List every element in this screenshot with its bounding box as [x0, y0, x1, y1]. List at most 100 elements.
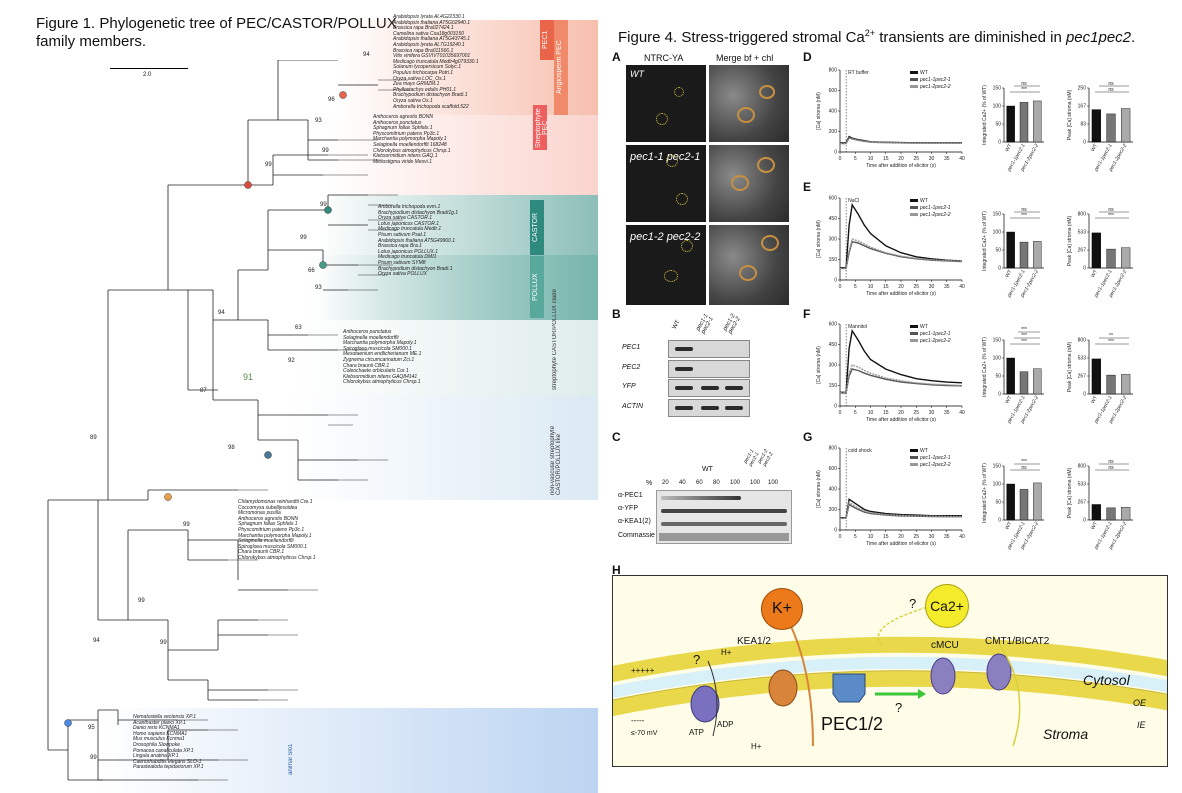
- legend-label: WT: [920, 324, 928, 330]
- chloroplast-signal: [737, 107, 755, 123]
- significance-label: ns: [1108, 81, 1114, 87]
- x-tick-label: 30: [929, 156, 935, 162]
- envelope-membranes: [613, 605, 1167, 747]
- node-marker-animal: [64, 719, 72, 727]
- y-tick-label: 50: [995, 500, 1001, 506]
- y-tick-label: 50: [995, 374, 1001, 380]
- ca-flux-arrow: [877, 605, 932, 647]
- taxa-block-streptophyte-pec: Anthoceros agrestis BONN Anthoceros punc…: [373, 114, 451, 165]
- significance-label: ***: [1108, 213, 1114, 219]
- legend-swatch: [910, 332, 918, 335]
- chloroplast-signal: [731, 175, 749, 191]
- y-axis-label: Peak [Ca] stroma (nM): [1067, 468, 1073, 519]
- x-tick-label: 15: [883, 156, 889, 162]
- legend-swatch: [910, 213, 918, 216]
- intermembrane-space: [613, 656, 1167, 699]
- legend-label: pec1-1pec2-1: [919, 331, 951, 337]
- y-tick-label: 267: [1078, 500, 1087, 506]
- y-tick-label: 450: [829, 216, 838, 222]
- legend-label: pec1-2pec2-2: [919, 212, 951, 218]
- y-axis-label: Integrated Ca2+ (% of WT): [982, 337, 988, 397]
- y-tick-label: 100: [993, 104, 1002, 110]
- bar-chart-peak-g: 0267533800WTpec1-1pec2-1pec1-2pec2-2nsns…: [1067, 459, 1133, 551]
- bar-chart-peak-d: 083167250WTpec1-1pec2-1pec1-2pec2-2nsnsP…: [1067, 81, 1133, 173]
- gel-band: [725, 386, 743, 390]
- y-tick-label: 600: [829, 196, 838, 202]
- gel-band: [701, 406, 719, 410]
- micrograph-pec12-merge: [709, 225, 789, 305]
- lane-pct: 100: [768, 480, 779, 486]
- x-tick-label: 30: [929, 534, 935, 540]
- legend-label: pec1-2pec2-2: [919, 462, 951, 468]
- x-axis-label: Time after addition of elicitor (s): [866, 291, 936, 297]
- bootstrap-value: 94: [93, 638, 100, 644]
- panel-c-wt-label: WT: [702, 466, 713, 473]
- bar-chart-integrated-f: 050100150WTpec1-1pec2-1pec1-2pec2-2*****…: [982, 327, 1044, 425]
- x-tick-label: 35: [944, 156, 950, 162]
- series-line: [840, 240, 963, 270]
- bar: [1019, 241, 1029, 269]
- x-tick-label: 10: [868, 284, 874, 290]
- significance-label: ns: [1021, 465, 1027, 471]
- legend-swatch: [910, 85, 918, 88]
- node-marker-streptophyte: [244, 181, 252, 189]
- question-mark: ?: [909, 596, 917, 611]
- panel-a-col2: Merge bf + chl: [716, 53, 774, 63]
- bar-chart-peak-f: 0267533800WTpec1-1pec2-1pec1-2pec2-2****…: [1067, 333, 1133, 425]
- treatment-label: Mannitol: [848, 324, 867, 330]
- y-axis-label: Peak [Ca] stroma (nM): [1067, 90, 1073, 141]
- node-marker-pec: [339, 91, 347, 99]
- micrograph-pec11-yfp: pec1-1 pec2-1: [626, 145, 706, 222]
- cmt-transporter: [986, 653, 1012, 691]
- lane-pct: 60: [696, 480, 703, 486]
- legend-label: pec1-1pec2-1: [919, 77, 951, 83]
- y-tick-label: 800: [1078, 212, 1087, 218]
- ca-ion-label: Ca2+: [930, 598, 964, 614]
- bar: [1019, 102, 1029, 143]
- x-tick-label: 5: [854, 156, 857, 162]
- significance-label: ns: [1108, 207, 1114, 213]
- bootstrap-value: 99: [90, 755, 97, 761]
- series-line: [840, 202, 963, 269]
- y-axis-label: Integrated Ca2+ (% of WT): [982, 463, 988, 523]
- significance-label: ns: [1021, 207, 1027, 213]
- x-tick-label: WT: [1004, 395, 1013, 405]
- atpase: [690, 685, 720, 723]
- lane-head-pec12: pec1-2 pec2-2: [722, 313, 742, 335]
- node-marker-nonvascular: [264, 451, 272, 459]
- legend-label: WT: [920, 70, 928, 76]
- y-tick-label: 150: [829, 257, 838, 263]
- cytosol-label: Cytosol: [1083, 672, 1130, 688]
- x-tick-label: 30: [929, 410, 935, 416]
- x-tick-label: 10: [868, 534, 874, 540]
- bootstrap-value: 91: [243, 372, 254, 382]
- legend-label: WT: [920, 448, 928, 454]
- y-axis-label: Integrated Ca2+ (% of WT): [982, 85, 988, 145]
- x-tick-label: 35: [944, 284, 950, 290]
- y-tick-label: 600: [829, 322, 838, 328]
- kea-label: KEA1/2: [737, 636, 771, 647]
- x-tick-label: 25: [913, 534, 919, 540]
- gel-row-pec2: [668, 360, 750, 378]
- x-tick-label: 0: [839, 156, 842, 162]
- bar: [1121, 108, 1131, 143]
- legend-swatch: [910, 339, 918, 342]
- y-tick-label: 100: [993, 356, 1002, 362]
- significance-label: ***: [1021, 333, 1027, 339]
- bar: [1091, 109, 1101, 143]
- x-tick-label: 15: [883, 534, 889, 540]
- blot-band-pec1: [661, 496, 741, 500]
- inner-envelope: [613, 670, 1167, 717]
- chloroplast-signal: [656, 113, 668, 125]
- y-tick-label: 267: [1078, 248, 1087, 254]
- x-tick-label: 0: [839, 534, 842, 540]
- figure1-title: Figure 1. Phylogenetic tree of PEC/CASTO…: [36, 15, 436, 51]
- chloroplast-signal: [674, 87, 684, 97]
- legend-swatch: [910, 71, 918, 74]
- y-tick-label: 533: [1078, 482, 1087, 488]
- cmcu-channel: [930, 657, 956, 695]
- blot-band-commassie: [659, 533, 789, 541]
- legend-label: pec1-1pec2-1: [919, 455, 951, 461]
- legend-swatch: [910, 206, 918, 209]
- lane-pct: 40: [679, 480, 686, 486]
